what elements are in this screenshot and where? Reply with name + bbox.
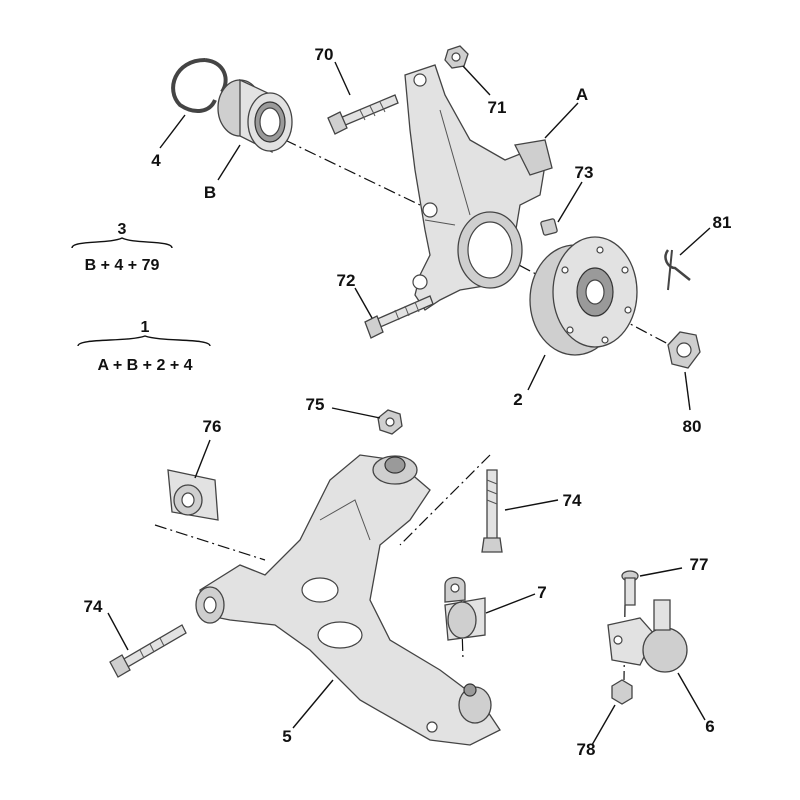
leader-lines <box>107 61 711 746</box>
label-71: 71 <box>488 98 507 117</box>
label-7: 7 <box>537 583 546 602</box>
wheel-bearing-part-B <box>217 78 293 154</box>
label-2: 2 <box>513 390 522 409</box>
kit-formula-3: 3 B + 4 + 79 <box>71 221 173 274</box>
part-labels: 70 71 A 4 B 73 81 72 2 80 75 76 74 74 7 … <box>84 45 732 759</box>
kit-formula-1: 1 A + B + 2 + 4 <box>77 319 211 374</box>
lower-control-arm-part-5 <box>195 454 501 746</box>
label-74-left: 74 <box>84 597 103 616</box>
kit-3-number: 3 <box>118 221 127 238</box>
kit-1-number: 1 <box>141 319 150 336</box>
label-80: 80 <box>683 417 702 436</box>
bolt-part-74-vertical <box>481 469 503 553</box>
label-A: A <box>576 85 588 104</box>
label-70: 70 <box>315 45 334 64</box>
label-6: 6 <box>705 717 714 736</box>
label-B: B <box>204 183 216 202</box>
nut-part-75 <box>377 409 403 435</box>
label-76: 76 <box>203 417 222 436</box>
split-pin-part-81 <box>664 249 691 291</box>
bushing-part-7 <box>444 576 486 641</box>
nut-part-73 <box>540 218 558 236</box>
label-72: 72 <box>337 271 356 290</box>
wheel-hub-part-2 <box>529 236 638 356</box>
label-73: 73 <box>575 163 594 182</box>
label-81: 81 <box>713 213 732 232</box>
kit-3-formula: B + 4 + 79 <box>85 257 160 274</box>
nut-part-71 <box>444 45 469 69</box>
label-5: 5 <box>282 727 291 746</box>
label-77: 77 <box>690 555 709 574</box>
label-4: 4 <box>151 151 161 170</box>
kit-1-formula: A + B + 2 + 4 <box>97 357 192 374</box>
label-75: 75 <box>306 395 325 414</box>
bolt-part-72 <box>364 295 434 339</box>
nut-part-78 <box>611 679 633 705</box>
bolt-part-74-horizontal <box>109 624 187 678</box>
bushing-bracket-part-76 <box>167 469 219 521</box>
label-74-right: 74 <box>563 491 582 510</box>
steering-knuckle-part-A <box>404 64 553 311</box>
bolt-part-77 <box>621 570 639 606</box>
bolt-part-70 <box>327 94 399 135</box>
castle-nut-part-80 <box>667 331 701 369</box>
label-78: 78 <box>577 740 596 759</box>
ball-joint-part-6 <box>607 599 688 673</box>
